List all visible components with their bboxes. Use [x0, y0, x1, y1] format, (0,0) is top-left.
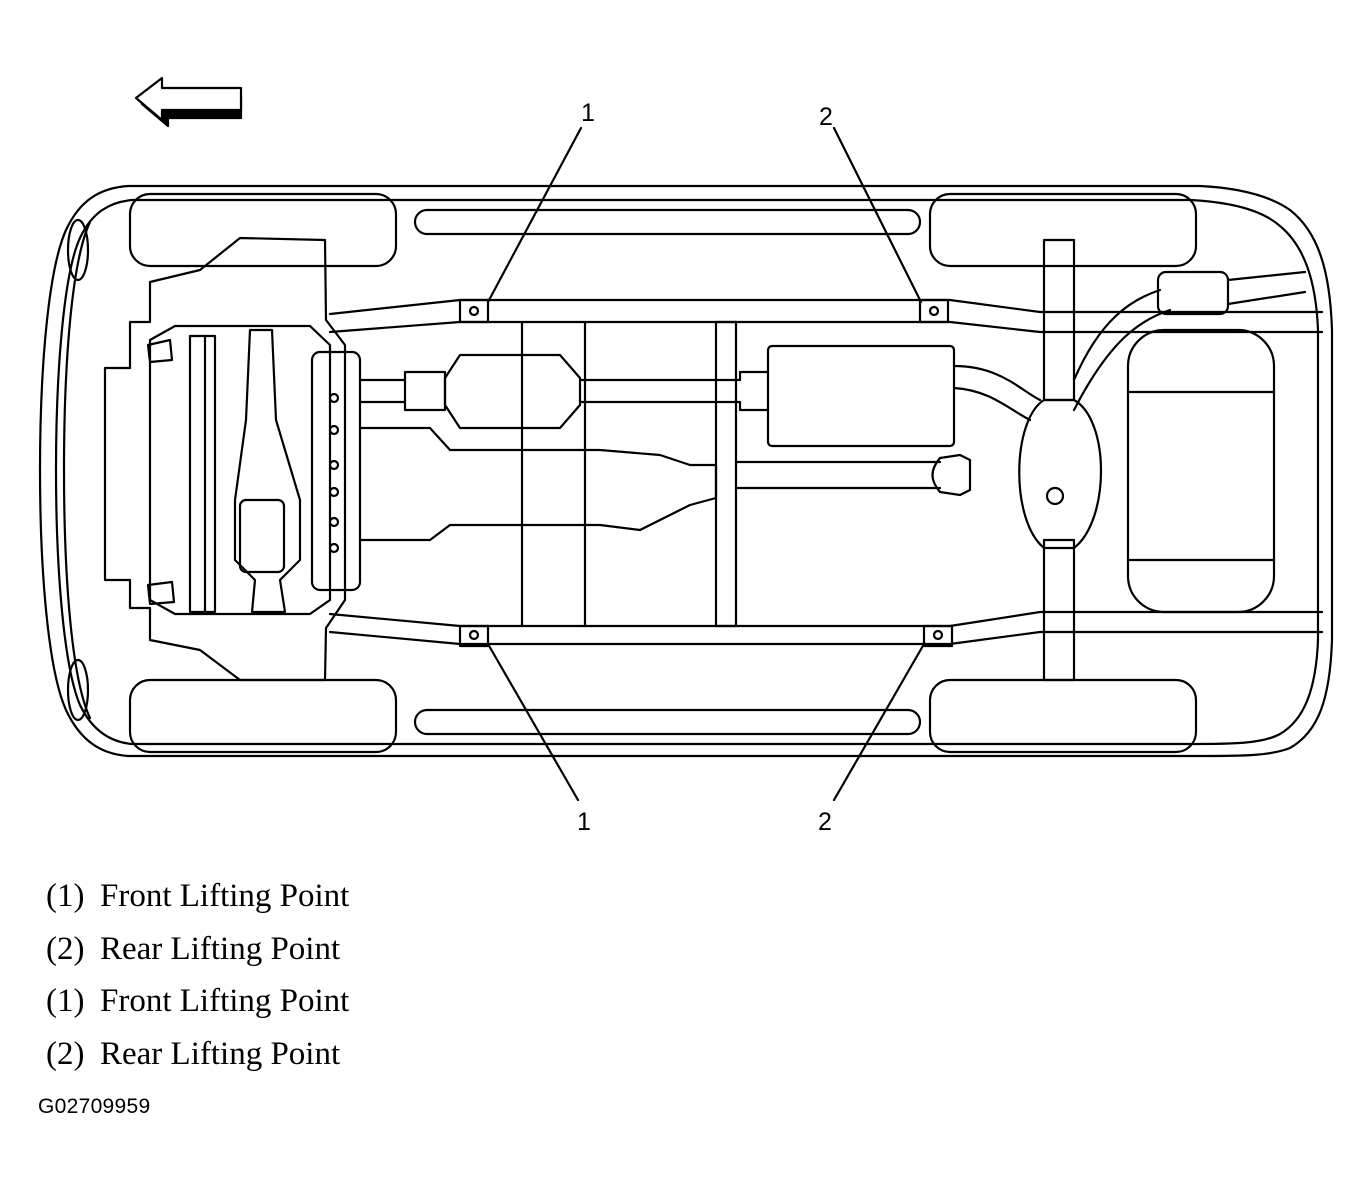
fuel-tank-strap — [1126, 390, 1276, 562]
callout-top-rear: 2 — [819, 103, 833, 131]
legend-number: (2) — [46, 1035, 85, 1072]
front-lifting-point-right — [458, 624, 490, 648]
right-frame-rail — [328, 610, 1324, 646]
rear-exhaust-pipe — [1072, 288, 1172, 412]
legend-item: (1) Front Lifting Point — [46, 975, 349, 1028]
figure-id: G02709959 — [38, 1095, 151, 1118]
left-rocker-panel — [413, 208, 922, 236]
rear-lifting-point-left — [918, 298, 950, 324]
arrow-left-icon — [134, 76, 243, 128]
legend-item: (2) Rear Lifting Point — [46, 1028, 349, 1081]
oil-pan-bolts — [328, 392, 340, 554]
front-lifting-point-left — [458, 298, 490, 324]
legend-label: Rear Lifting Point — [100, 1035, 341, 1072]
muffler — [766, 344, 956, 448]
exhaust-pipe-front — [358, 378, 407, 404]
front-right-marker — [66, 658, 90, 722]
callout-bottom-rear: 2 — [818, 808, 832, 836]
exhaust-flange — [403, 370, 447, 412]
legend-number: (1) — [46, 878, 85, 914]
front-bumper-detail — [62, 220, 92, 720]
left-half-shaft — [188, 334, 217, 614]
body-outline — [38, 184, 1334, 758]
tailpipe — [952, 364, 1042, 422]
engine-block — [148, 324, 332, 616]
front-right-tire — [128, 678, 398, 754]
crossmember-c — [714, 320, 738, 628]
rear-axle-tube-upper — [1042, 238, 1076, 402]
legend-item: (1) Front Lifting Point — [46, 870, 349, 923]
rear-lifting-point-right — [922, 624, 954, 648]
front-subframe — [103, 236, 347, 682]
front-bracket-left — [146, 338, 174, 364]
leader-line-bottom-front — [486, 642, 580, 802]
callout-top-front: 1 — [581, 99, 595, 127]
callout-bottom-front: 1 — [577, 808, 591, 836]
legend-label: Rear Lifting Point — [100, 930, 341, 967]
driveshaft — [734, 460, 942, 490]
rear-left-tire — [928, 192, 1198, 268]
leader-line-bottom-rear — [832, 642, 926, 802]
legend-number: (1) — [46, 983, 85, 1019]
catalyst-front — [238, 498, 286, 574]
leader-line-top-front — [486, 126, 583, 304]
legend-number: (2) — [46, 930, 85, 967]
leader-line-top-rear — [832, 126, 923, 304]
vehicle-underbody-diagram: 1 2 1 2 — [38, 76, 1334, 836]
differential-plug — [1045, 486, 1065, 506]
rear-axle-tube-lower — [1042, 538, 1076, 682]
left-frame-rail — [328, 298, 1324, 334]
steering-rack — [233, 328, 302, 614]
right-rocker-panel — [413, 708, 922, 736]
u-joint — [931, 453, 972, 497]
legend-label: Front Lifting Point — [100, 983, 350, 1019]
legend-item: (2) Rear Lifting Point — [46, 923, 349, 976]
exhaust-pipe-mid — [578, 370, 770, 412]
body-inner-outline — [54, 198, 1320, 746]
rear-tailpipe — [1226, 270, 1307, 306]
front-left-tire — [128, 192, 398, 268]
rear-right-tire — [928, 678, 1198, 754]
differential — [1018, 398, 1103, 550]
legend: (1) Front Lifting Point (2) Rear Lifting P… — [46, 870, 349, 1080]
front-bracket-right — [146, 580, 176, 606]
catalytic-converter — [443, 353, 582, 430]
legend-label: Front Lifting Point — [100, 878, 350, 914]
fuel-tank — [1126, 328, 1276, 614]
oil-pan — [310, 350, 362, 592]
front-left-marker — [66, 218, 90, 282]
rear-resonator — [1156, 270, 1230, 316]
transmission — [358, 426, 718, 542]
